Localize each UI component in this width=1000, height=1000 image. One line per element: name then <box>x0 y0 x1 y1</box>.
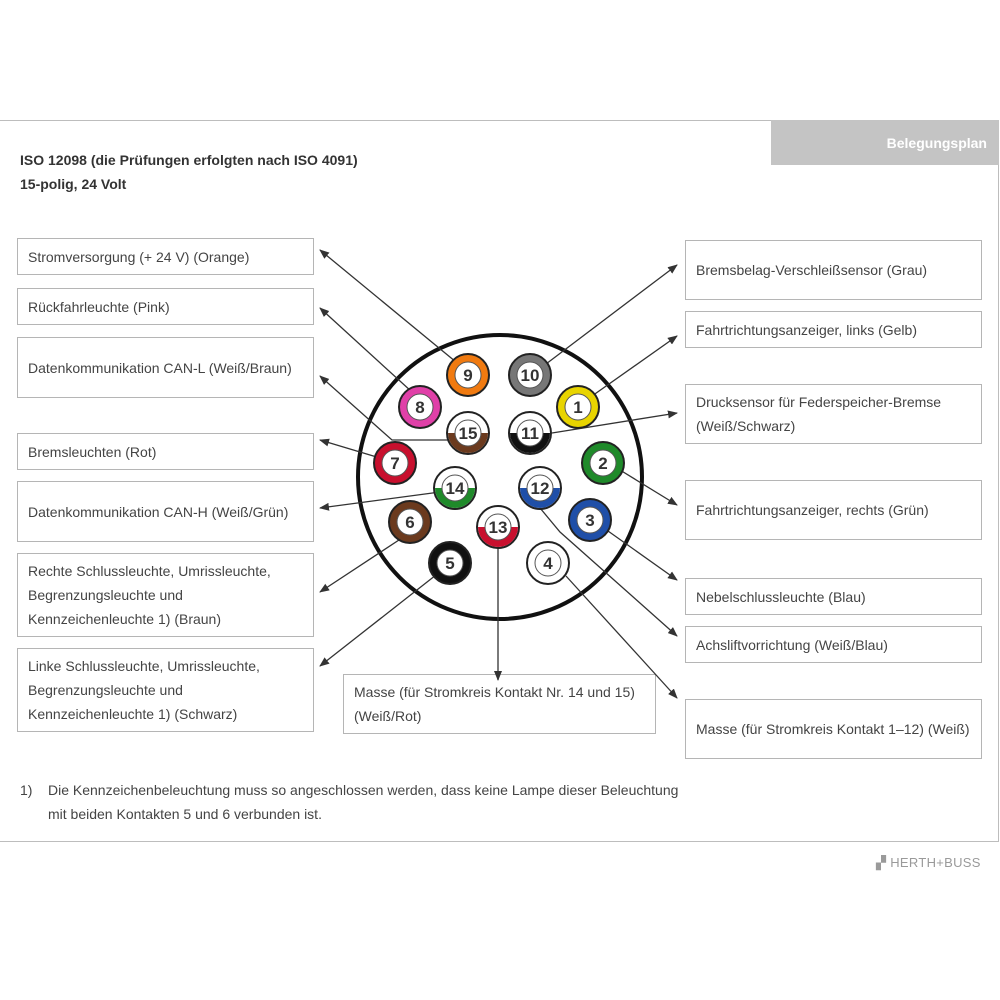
pin-4: 4 <box>526 541 570 585</box>
leader-lines <box>319 249 678 699</box>
pin-9: 9 <box>446 353 490 397</box>
pin-14-socket <box>441 474 469 502</box>
leader-line-pin-6 <box>319 537 403 593</box>
leader-line-pin-14 <box>319 491 441 511</box>
pin-3-socket <box>576 506 604 534</box>
pin-2: 2 <box>581 441 625 485</box>
pin-9-socket <box>454 361 482 389</box>
label-pin-14: Datenkommunikation CAN-H (Weiß/Grün) <box>17 481 314 542</box>
label-pin-9: Stromversorgung (+ 24 V) (Orange) <box>17 238 314 275</box>
leader-line-pin-8 <box>319 307 413 393</box>
pin-6-number: 6 <box>405 513 414 532</box>
pin-15: 15 <box>446 411 490 455</box>
pin-11-socket <box>516 419 544 447</box>
pin-3-number: 3 <box>585 511 594 530</box>
diagram-sheet <box>0 120 999 842</box>
pin-13-socket <box>484 513 512 541</box>
pin-10: 10 <box>508 353 552 397</box>
pin-2-socket <box>589 449 617 477</box>
pin-6-socket <box>396 508 424 536</box>
label-pin-10: Bremsbelag-Verschleißsensor (Grau) <box>685 240 982 300</box>
leader-line-pin-15 <box>319 375 458 441</box>
page-subtitle: 15-polig, 24 Volt <box>20 176 127 192</box>
pin-2-number: 2 <box>598 454 607 473</box>
pin-4-number: 4 <box>543 554 553 573</box>
label-pin-7: Bremsleuchten (Rot) <box>17 433 314 470</box>
footnote-line-2: mit beiden Kontakten 5 und 6 verbunden i… <box>48 806 322 822</box>
pin-15-socket <box>454 419 482 447</box>
label-pin-12: Achsliftvorrichtung (Weiß/Blau) <box>685 626 982 663</box>
label-pin-15: Datenkommunikation CAN-L (Weiß/Braun) <box>17 337 314 398</box>
label-pin-11: Drucksensor für Federspeicher-Bremse (We… <box>685 384 982 444</box>
page-title: ISO 12098 (die Prüfungen erfolgten nach … <box>20 152 358 168</box>
pin-8: 8 <box>398 385 442 429</box>
pin-1: 1 <box>556 385 600 429</box>
leader-line-pin-7 <box>319 438 381 459</box>
label-pin-6: Rechte Schlussleuchte, Umrissleuchte, Be… <box>17 553 314 637</box>
pin-5-number: 5 <box>445 554 454 573</box>
label-pin-2: Fahrtrichtungsanzeiger, rechts (Grün) <box>685 480 982 540</box>
leader-line-pin-5 <box>319 574 437 667</box>
pin-7-socket <box>381 449 409 477</box>
section-tab: Belegungsplan <box>771 120 999 165</box>
label-pin-3: Nebelschlussleuchte (Blau) <box>685 578 982 615</box>
pin-14-number: 14 <box>446 479 465 498</box>
pin-12-number: 12 <box>531 479 550 498</box>
pin-10-socket <box>516 361 544 389</box>
pin-7-number: 7 <box>390 454 399 473</box>
pin-6: 6 <box>388 500 432 544</box>
leader-line-pin-3 <box>607 530 678 581</box>
label-pin-5: Linke Schlussleuchte, Umrissleuchte, Beg… <box>17 648 314 732</box>
leader-line-pin-10 <box>545 264 678 365</box>
leader-line-pin-4 <box>565 575 678 699</box>
pin-1-number: 1 <box>573 398 582 417</box>
label-pin-1: Fahrtrichtungsanzeiger, links (Gelb) <box>685 311 982 348</box>
pin-12-socket <box>526 474 554 502</box>
pin-5-socket <box>436 549 464 577</box>
pin-8-socket <box>406 393 434 421</box>
pin-3: 3 <box>568 498 612 542</box>
pin-12: 12 <box>518 466 562 510</box>
pin-11-number: 11 <box>521 424 539 443</box>
pin-13-number: 13 <box>489 518 508 537</box>
pin-11: 11 <box>508 411 552 455</box>
pin-1-socket <box>564 393 592 421</box>
pin-5: 5 <box>428 541 472 585</box>
leader-line-pin-9 <box>319 249 457 363</box>
leader-line-pin-11 <box>551 410 678 434</box>
pin-7: 7 <box>373 441 417 485</box>
pin-9-number: 9 <box>463 366 472 385</box>
pin-13: 13 <box>476 505 520 549</box>
pin-4-socket <box>534 549 562 577</box>
leader-line-pin-12 <box>539 507 678 637</box>
label-pin-8: Rückfahrleuchte (Pink) <box>17 288 314 325</box>
pin-14: 14 <box>433 466 477 510</box>
pin-8-number: 8 <box>415 398 424 417</box>
leader-line-pin-1 <box>591 335 678 397</box>
footnote-line-1: Die Kennzeichenbeleuchtung muss so anges… <box>48 782 679 798</box>
label-pin-4: Masse (für Stromkreis Kontakt 1–12) (Wei… <box>685 699 982 759</box>
pin-10-number: 10 <box>521 366 540 385</box>
footnote-marker: 1) <box>20 782 33 798</box>
leader-line-pin-2 <box>619 469 678 506</box>
brand-logo: ▞ HERTH+BUSS <box>876 855 981 870</box>
pin-15-number: 15 <box>459 424 478 443</box>
brand-icon: ▞ <box>876 855 891 870</box>
